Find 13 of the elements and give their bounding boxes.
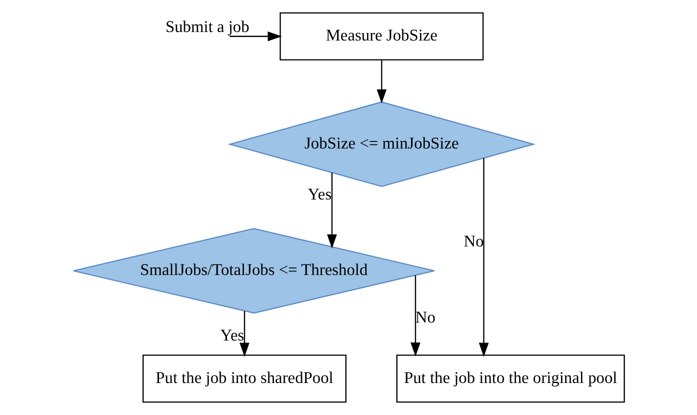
arrow — [410, 275, 420, 357]
edge-label: Submit a job — [164, 16, 249, 36]
node-box: Put the job into sharedPool — [142, 354, 346, 403]
arrow — [376, 60, 386, 104]
arrow — [229, 31, 282, 42]
edge-label: Yes — [307, 184, 332, 204]
node-box: Put the job into the original pool — [396, 354, 624, 403]
arrow — [239, 310, 249, 357]
arrow — [478, 158, 488, 357]
edge-label: Yes — [220, 325, 244, 344]
arrow — [326, 172, 336, 248]
node-box: Measure JobSize — [279, 12, 484, 60]
node-diamond: JobSize <= minJobSize — [227, 101, 536, 187]
